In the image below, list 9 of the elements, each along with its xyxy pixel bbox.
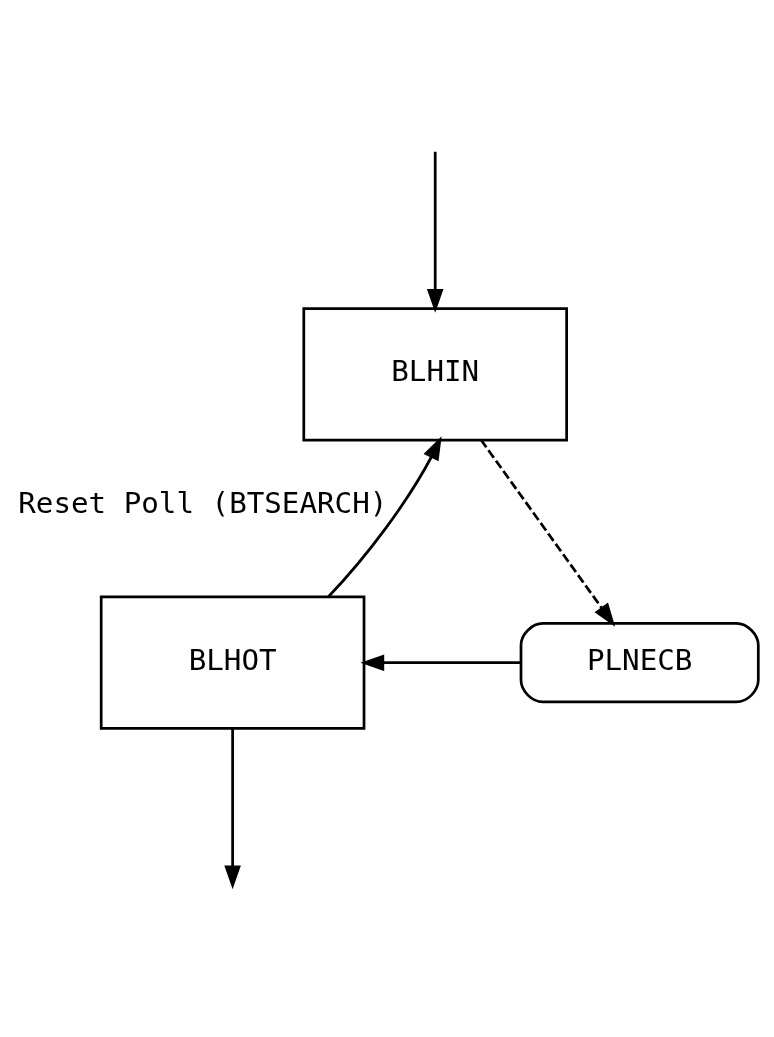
arrow bbox=[224, 729, 241, 890]
arrow bbox=[327, 436, 442, 598]
node-box: BLHIN bbox=[302, 307, 568, 442]
arrow bbox=[360, 654, 521, 672]
edge-label: Reset Poll (BTSEARCH) bbox=[18, 486, 388, 521]
arrow bbox=[426, 151, 444, 313]
node-box: BLHOT bbox=[99, 595, 366, 730]
node-box: PLNECB bbox=[519, 622, 760, 704]
arrow bbox=[480, 439, 616, 627]
